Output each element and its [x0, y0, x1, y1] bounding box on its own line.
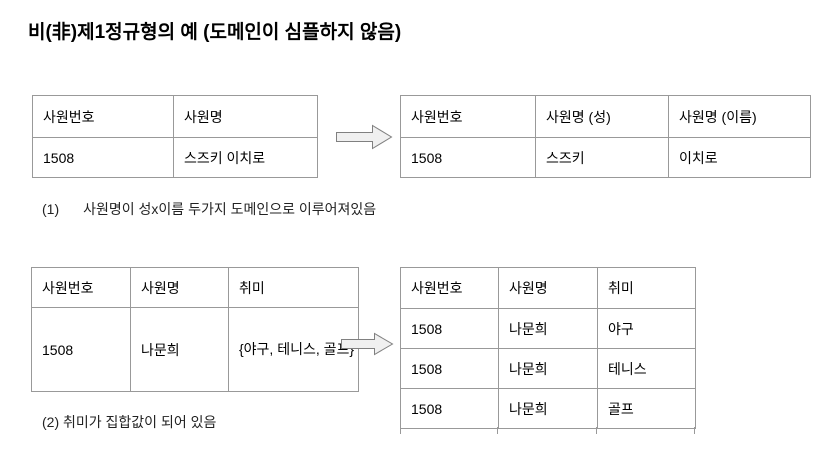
table-border-stub [400, 427, 401, 434]
data-cell: 이치로 [668, 137, 811, 178]
header-cell: 사원번호 [31, 267, 131, 308]
data-cell: 1508 [400, 348, 499, 389]
header-cell: 사원명 (이름) [668, 95, 811, 138]
table-border-stub [497, 427, 498, 434]
header-cell: 사원명 [498, 267, 598, 309]
header-cell: 사원번호 [400, 267, 499, 309]
table-row: 1508 나문희 {야구, 테니스, 골프} [31, 307, 360, 392]
data-cell: 1508 [32, 137, 174, 178]
header-cell: 취미 [227, 267, 360, 308]
table-row: 사원번호 사원명 취미 [400, 267, 696, 309]
right-arrow-icon [341, 332, 394, 356]
caption-text: 사원명이 성x이름 두가지 도메인으로 이루어져있음 [83, 201, 377, 217]
header-cell: 사원번호 [400, 95, 536, 138]
caption-number: (1) [42, 201, 60, 217]
data-cell: 나문희 [130, 307, 229, 392]
table-row: 1508 나문희 골프 [400, 388, 696, 429]
data-cell: 스즈키 [535, 137, 669, 178]
caption-example1: (1) 사원명이 성x이름 두가지 도메인으로 이루어져있음 [42, 199, 376, 219]
table-border-stub [596, 427, 597, 434]
table-row: 1508 나문희 야구 [400, 308, 696, 349]
page-title: 비(非)제1정규형의 예 (도메인이 심플하지 않음) [28, 22, 402, 43]
data-cell: 1508 [31, 307, 131, 392]
table-example1-before: 사원번호 사원명 1508 스즈키 이치로 [32, 95, 318, 178]
data-cell: 테니스 [597, 348, 696, 389]
table-row: 1508 스즈키 이치로 [32, 137, 318, 178]
data-cell: 나문희 [498, 388, 598, 429]
table-example2-after: 사원번호 사원명 취미 1508 나문희 야구 1508 나문희 테니스 150… [400, 267, 696, 429]
table-example2-before: 사원번호 사원명 취미 1508 나문희 {야구, 테니스, 골프} [31, 267, 360, 392]
table-row: 사원번호 사원명 (성) 사원명 (이름) [400, 95, 811, 138]
data-cell: 1508 [400, 388, 499, 429]
header-cell: 사원명 [130, 267, 229, 308]
data-cell: 나문희 [498, 348, 598, 389]
header-cell: 사원명 (성) [535, 95, 669, 138]
data-cell: 야구 [597, 308, 696, 349]
header-cell: 사원명 [173, 95, 318, 138]
table-row: 1508 나문희 테니스 [400, 348, 696, 389]
table-row: 사원번호 사원명 취미 [31, 267, 360, 308]
right-arrow-icon [336, 124, 393, 150]
table-border-stub [694, 427, 695, 434]
header-cell: 사원번호 [32, 95, 174, 138]
data-cell: 나문희 [498, 308, 598, 349]
table-row: 1508 스즈키 이치로 [400, 137, 811, 178]
data-cell-set-value: {야구, 테니스, 골프} [227, 307, 360, 392]
header-cell: 취미 [597, 267, 696, 309]
data-cell: 스즈키 이치로 [173, 137, 318, 178]
data-cell: 1508 [400, 137, 536, 178]
data-cell: 골프 [597, 388, 696, 429]
table-row: 사원번호 사원명 [32, 95, 318, 138]
table-example1-after: 사원번호 사원명 (성) 사원명 (이름) 1508 스즈키 이치로 [400, 95, 811, 178]
caption-example2: (2) 취미가 집합값이 되어 있음 [42, 414, 217, 430]
data-cell: 1508 [400, 308, 499, 349]
